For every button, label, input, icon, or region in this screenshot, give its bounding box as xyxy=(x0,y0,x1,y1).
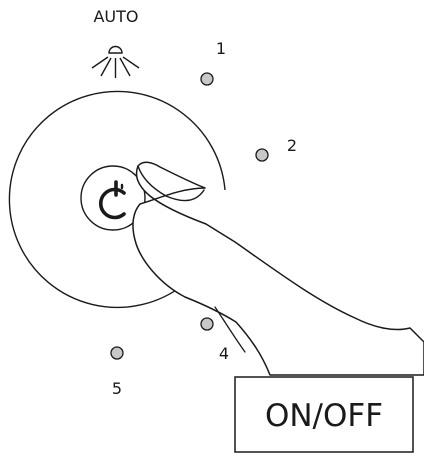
auto-label: AUTO xyxy=(93,7,138,26)
pointing-finger-icon xyxy=(133,162,424,375)
level-2-label: 2 xyxy=(287,136,297,155)
level-4-label: 4 xyxy=(219,344,229,363)
sun-icon xyxy=(92,47,139,78)
level-1-label: 1 xyxy=(216,39,226,58)
level-2-indicator xyxy=(256,149,268,161)
on-off-label: ON/OFF xyxy=(265,398,383,434)
level-4-indicator xyxy=(201,318,213,330)
level-5-label: 5 xyxy=(112,379,122,398)
level-5-indicator xyxy=(111,347,123,359)
level-1-indicator xyxy=(201,73,213,85)
